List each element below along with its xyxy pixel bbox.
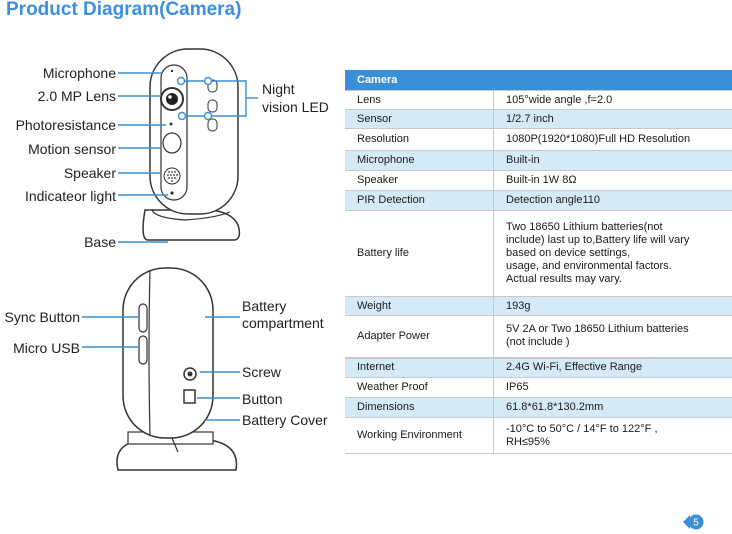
spec-value-line: based on device settings, xyxy=(506,247,631,259)
spec-value-working-environment: -10°C to 50°C / 14°F to 122°F , RH≤95% xyxy=(494,418,732,454)
label-button: Button xyxy=(242,391,283,407)
label-screw: Screw xyxy=(242,364,281,380)
spec-value-line: 5V 2A or Two 18650 Lithium batteries xyxy=(506,323,689,336)
spec-value-line: RH≤95% xyxy=(506,435,550,448)
spec-key: Weather Proof xyxy=(345,377,494,398)
label-microphone: Microphone xyxy=(42,65,116,81)
camera-front-illustration xyxy=(142,48,241,241)
spec-value-battery-life: Two 18650 Lithium batteries(not include)… xyxy=(494,211,732,297)
spec-key: Battery life xyxy=(345,210,494,297)
page-number-badge: 5 xyxy=(683,514,704,530)
spec-key: Dimensions xyxy=(345,397,494,418)
label-motion-sensor: Motion sensor xyxy=(28,141,116,157)
label-night-vision-line1: Night xyxy=(262,81,295,97)
label-photoresistance: Photoresistance xyxy=(15,117,116,133)
page-title: Product Diagram(Camera) xyxy=(6,0,242,20)
spec-key: Working Environment xyxy=(345,417,494,454)
label-base: Base xyxy=(84,234,116,250)
label-lens: 2.0 MP Lens xyxy=(37,88,116,104)
spec-key: Adapter Power xyxy=(345,315,494,358)
spec-key: PIR Detection xyxy=(345,190,494,211)
spec-key: Microphone xyxy=(345,150,494,171)
spec-value: 2.4G Wi-Fi, Effective Range xyxy=(493,357,732,378)
spec-key: Resolution xyxy=(345,128,494,151)
label-speaker: Speaker xyxy=(63,165,116,181)
label-micro-usb: Micro USB xyxy=(13,340,80,356)
label-battery-compartment-line1: Battery xyxy=(242,298,287,314)
camera-side-illustration xyxy=(116,267,238,471)
spec-value-line: -10°C to 50°C / 14°F to 122°F , xyxy=(506,422,658,435)
label-sync-button: Sync Button xyxy=(4,309,81,325)
label-indicator-light: Indicateor light xyxy=(24,188,116,204)
spec-key: Internet xyxy=(345,357,494,378)
spec-value: Built-in 1W 8Ω xyxy=(506,174,577,186)
label-battery-compartment-line2: compartment xyxy=(242,315,324,331)
spec-value-line: usage, and environmental factors. xyxy=(506,260,672,272)
spec-value: 1080P(1920*1080)Full HD Resolution xyxy=(506,133,691,145)
spec-value: 61.8*61.8*130.2mm xyxy=(493,397,732,418)
spec-key: Speaker xyxy=(345,170,494,191)
camera-diagram xyxy=(82,48,258,471)
leader-lines xyxy=(82,72,258,421)
spec-value: Detection angle110 xyxy=(493,190,732,211)
spec-value-adapter-power: 5V 2A or Two 18650 Lithium batteries (no… xyxy=(494,316,732,358)
spec-value: 105°wide angle ,f=2.0 xyxy=(506,93,613,106)
spec-value: 1/2.7 inch xyxy=(493,109,732,129)
label-battery-cover: Battery Cover xyxy=(242,412,328,428)
spec-key: Sensor xyxy=(345,109,494,129)
spec-value: 193g xyxy=(493,296,732,316)
spec-table-header: Camera xyxy=(345,70,732,91)
spec-value: Built-in xyxy=(493,150,732,171)
spec-key: Weight xyxy=(345,296,494,316)
page-number: 5 xyxy=(693,518,699,529)
spec-value-line: (not include ) xyxy=(506,336,570,349)
spec-key: Lens xyxy=(345,90,494,110)
label-night-vision-line2: vision LED xyxy=(262,99,329,115)
spec-value: IP65 xyxy=(506,381,529,393)
spec-value-line: include) last up to,Battery life will va… xyxy=(506,234,690,246)
spec-value-line: Actual results may vary. xyxy=(506,273,622,285)
spec-value-line: Two 18650 Lithium batteries(not xyxy=(506,221,663,233)
